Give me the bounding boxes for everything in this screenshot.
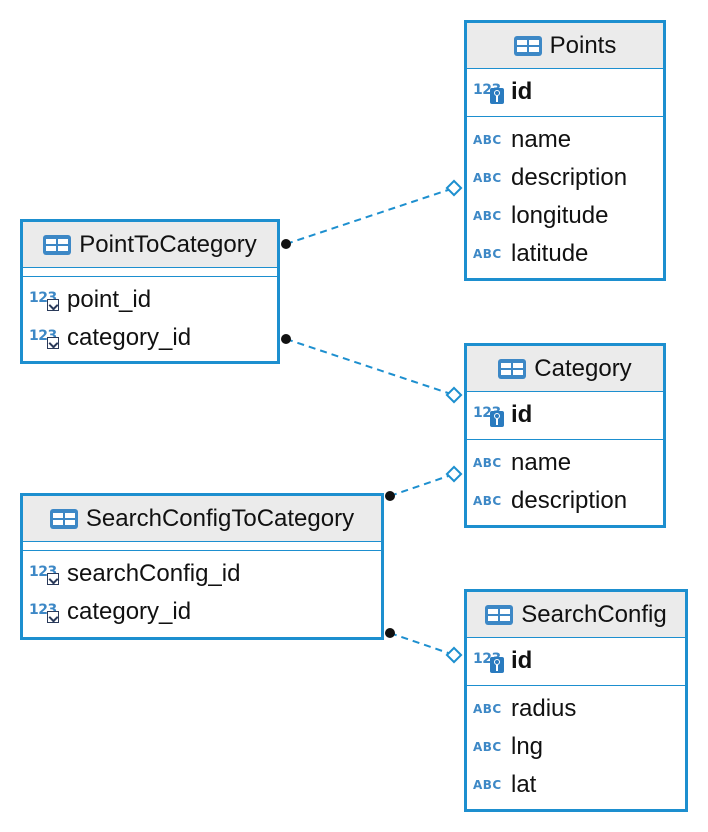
table-icon bbox=[49, 508, 78, 529]
numeric-key-icon: 123 bbox=[473, 648, 509, 674]
numeric-key-icon: 123 bbox=[473, 79, 509, 105]
entity-header[interactable]: SearchConfig bbox=[467, 592, 685, 638]
numeric-fk-icon: 123 bbox=[29, 325, 65, 351]
link-searchconfigtocategory-searchconfig bbox=[389, 632, 455, 656]
field-name: id bbox=[511, 647, 533, 674]
entity-points[interactable]: Points 123 id ABC name ABC description ABC… bbox=[464, 20, 666, 281]
pk-section: 123 id bbox=[467, 392, 663, 440]
table-icon bbox=[513, 35, 542, 56]
field-name: id bbox=[511, 401, 533, 428]
text-type-icon: ABC bbox=[473, 494, 502, 508]
table-icon bbox=[498, 358, 527, 379]
text-type-icon: ABC bbox=[473, 456, 502, 470]
entity-header[interactable]: Points bbox=[467, 23, 663, 69]
text-type-icon: ABC bbox=[473, 247, 502, 261]
field-row[interactable]: ABC description bbox=[467, 159, 663, 197]
field-name: name bbox=[511, 449, 572, 476]
entity-title: Points bbox=[549, 31, 617, 59]
field-row[interactable]: 123 id bbox=[467, 73, 663, 111]
numeric-fk-icon: 123 bbox=[29, 599, 65, 625]
text-type-icon: ABC bbox=[473, 702, 502, 716]
fields-section: ABC name ABC description ABC longitude ABC l… bbox=[467, 117, 663, 278]
entity-searchconfig[interactable]: SearchConfig 123 id ABC radius ABC lng ABC… bbox=[464, 589, 688, 812]
pk-end-diamond bbox=[445, 179, 463, 197]
fields-section: ABC name ABC description bbox=[467, 440, 663, 525]
text-type-icon: ABC bbox=[473, 171, 502, 185]
field-row[interactable]: 123 id bbox=[467, 642, 685, 680]
table-icon bbox=[485, 604, 514, 625]
fk-end-dot bbox=[385, 491, 395, 501]
text-type-icon: ABC bbox=[473, 778, 502, 792]
field-name: longitude bbox=[511, 202, 609, 229]
entity-header[interactable]: PointToCategory bbox=[23, 222, 277, 268]
pk-end-diamond bbox=[445, 646, 463, 664]
text-type-icon: ABC bbox=[473, 133, 502, 147]
field-row[interactable]: ABC name bbox=[467, 121, 663, 159]
field-name: category_id bbox=[67, 598, 192, 625]
field-name: radius bbox=[511, 695, 577, 722]
numeric-fk-icon: 123 bbox=[29, 561, 65, 587]
field-name: category_id bbox=[67, 324, 192, 351]
entity-title: Category bbox=[534, 354, 632, 382]
link-searchconfigtocategory-category bbox=[389, 473, 455, 497]
table-icon bbox=[43, 234, 72, 255]
field-row[interactable]: ABC longitude bbox=[467, 197, 663, 235]
entity-header[interactable]: SearchConfigToCategory bbox=[23, 496, 381, 542]
entity-title: SearchConfigToCategory bbox=[85, 504, 355, 532]
fk-end-dot bbox=[281, 334, 291, 344]
field-name: lng bbox=[511, 733, 544, 760]
field-name: point_id bbox=[67, 286, 152, 313]
field-name: id bbox=[511, 78, 533, 105]
field-row[interactable]: ABC lat bbox=[467, 766, 685, 804]
entity-header[interactable]: Category bbox=[467, 346, 663, 392]
fk-end-dot bbox=[281, 239, 291, 249]
field-row[interactable]: ABC latitude bbox=[467, 235, 663, 273]
field-row[interactable]: ABC name bbox=[467, 444, 663, 482]
entity-title: PointToCategory bbox=[79, 230, 257, 258]
fields-section: ABC radius ABC lng ABC lat bbox=[467, 686, 685, 809]
field-row[interactable]: 123 id bbox=[467, 396, 663, 434]
pk-section: 123 id bbox=[467, 69, 663, 117]
empty-pk-section bbox=[23, 268, 277, 277]
pk-end-diamond bbox=[445, 465, 463, 483]
link-pointtocategory-category bbox=[285, 338, 455, 396]
empty-pk-section bbox=[23, 542, 381, 551]
fk-end-dot bbox=[385, 628, 395, 638]
field-name: name bbox=[511, 126, 572, 153]
entity-title: SearchConfig bbox=[521, 600, 667, 628]
field-name: description bbox=[511, 487, 628, 514]
link-pointtocategory-points bbox=[285, 187, 455, 245]
text-type-icon: ABC bbox=[473, 209, 502, 223]
text-type-icon: ABC bbox=[473, 740, 502, 754]
pk-section: 123 id bbox=[467, 638, 685, 686]
entity-category[interactable]: Category 123 id ABC name ABC description bbox=[464, 343, 666, 528]
field-row[interactable]: ABC description bbox=[467, 482, 663, 520]
field-name: description bbox=[511, 164, 628, 191]
field-name: latitude bbox=[511, 240, 589, 267]
field-name: searchConfig_id bbox=[67, 560, 241, 587]
pk-end-diamond bbox=[445, 386, 463, 404]
numeric-fk-icon: 123 bbox=[29, 287, 65, 313]
field-name: lat bbox=[511, 771, 537, 798]
numeric-key-icon: 123 bbox=[473, 402, 509, 428]
field-row[interactable]: ABC radius bbox=[467, 690, 685, 728]
field-row[interactable]: ABC lng bbox=[467, 728, 685, 766]
